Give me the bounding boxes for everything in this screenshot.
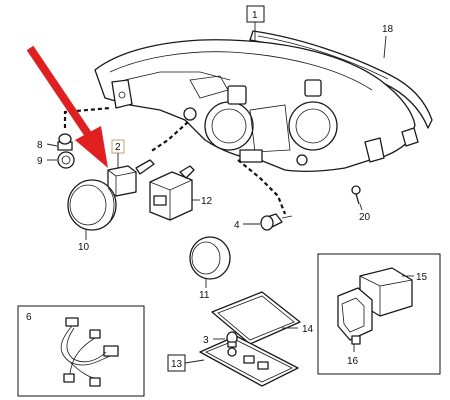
callout-6: 6	[26, 312, 32, 323]
part-3-bulb[interactable]	[226, 331, 238, 348]
part-9-socket[interactable]	[57, 151, 75, 169]
part-15-16-control-module[interactable]	[337, 267, 413, 345]
callout-18: 18	[382, 24, 394, 35]
leader-18	[383, 35, 387, 59]
callout-4: 4	[234, 220, 240, 231]
red-arrow-icon	[26, 45, 108, 168]
leader-20	[359, 203, 363, 211]
callout-2: 2	[115, 142, 121, 153]
leader-13	[184, 359, 205, 364]
dashed-connector-8	[63, 106, 111, 128]
part-1-headlamp-housing[interactable]	[94, 39, 419, 172]
callout-10: 10	[78, 242, 90, 253]
dashed-connector-2	[149, 121, 189, 153]
inset-6-wiring-harness	[17, 305, 145, 397]
callout-12: 12	[201, 196, 213, 207]
callout-box-1	[246, 5, 265, 23]
part-11-round-cover[interactable]	[189, 236, 231, 280]
callout-3: 3	[203, 335, 209, 346]
callout-14: 14	[302, 324, 314, 335]
callout-13: 13	[171, 359, 183, 370]
callout-15: 15	[416, 272, 428, 283]
part-20-screw[interactable]	[351, 185, 361, 205]
part-2-bulb-holder[interactable]	[107, 159, 155, 197]
dashed-connector-4	[237, 159, 287, 215]
callout-9: 9	[37, 156, 43, 167]
part-6-wiring-harness[interactable]	[60, 317, 119, 387]
callout-20: 20	[359, 212, 371, 223]
leader-8	[46, 143, 58, 147]
part-10-round-cover[interactable]	[67, 179, 117, 231]
callout-16: 16	[347, 356, 359, 367]
part-13-circuit-board[interactable]	[199, 335, 299, 387]
part-12-leveling-motor[interactable]	[149, 165, 195, 221]
part-4-bulb[interactable]	[260, 213, 293, 231]
callout-8: 8	[37, 140, 43, 151]
part-14-gasket[interactable]	[211, 291, 301, 345]
part-8-bulb[interactable]	[57, 133, 73, 151]
callout-11: 11	[199, 290, 210, 301]
callout-1: 1	[252, 10, 258, 21]
